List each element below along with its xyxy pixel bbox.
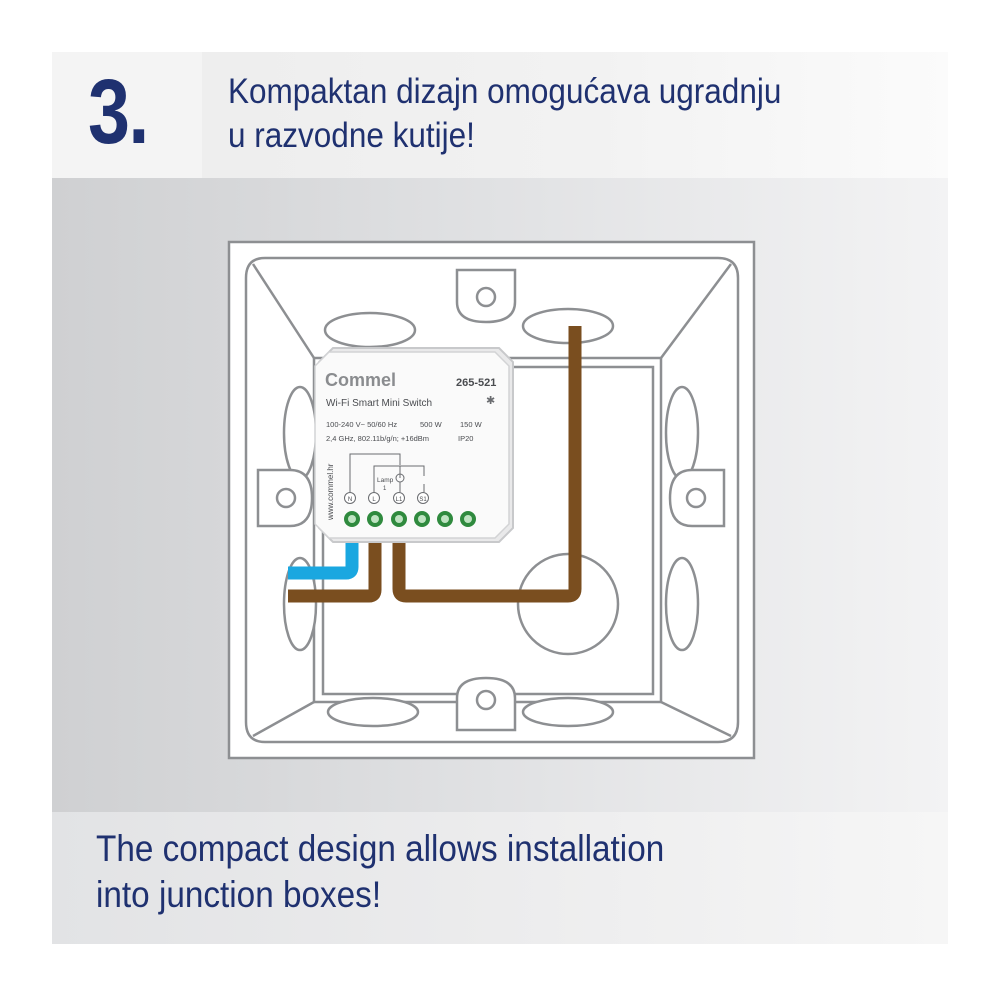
terminal-label-l: L (372, 497, 376, 503)
load-wire-brown (392, 326, 582, 603)
footer-band (52, 812, 948, 944)
brand-logo: Commel (325, 370, 396, 390)
knockout-bottom-left (326, 696, 420, 728)
headline-english-line-2: into junction boxes! (96, 874, 382, 915)
knockout-top-left (323, 311, 417, 349)
terminal-label-l1: L1 (396, 497, 403, 503)
spec-load-2: 150 W (460, 420, 483, 429)
headline-english: The compact design allows installation i… (96, 826, 744, 918)
diagram-label: Lamp (377, 477, 394, 484)
bluetooth-icon: ✱ (486, 395, 495, 407)
terminal-block (344, 511, 476, 527)
knockout-right-upper (664, 385, 700, 481)
lamp-symbol (395, 473, 405, 483)
headline-croatian-line-2: u razvodne kutije! (228, 116, 475, 155)
spec-wifi: 2,4 GHz, 802.11b/g/n; +16dBm (326, 434, 429, 443)
headline-croatian-line-1: Kompaktan dizajn omogućava ugradnju (228, 72, 782, 111)
live-wire-brown (288, 540, 382, 603)
knockout-bottom-right (521, 696, 615, 728)
knockout-right-lower (664, 556, 700, 652)
neutral-wire-blue (288, 540, 359, 580)
step-number-box (52, 52, 202, 178)
headline-english-line-1: The compact design allows installation (96, 828, 665, 869)
knockout-left-lower (282, 556, 318, 652)
product-name: Wi-Fi Smart Mini Switch (326, 398, 432, 409)
cable-entry-hole (516, 552, 620, 656)
spec-ip: IP20 (458, 434, 473, 443)
smart-switch-module: Commel 265-521 Wi-Fi Smart Mini Switch ✱… (314, 347, 514, 543)
spec-power: 100-240 V~ 50/60 Hz (326, 420, 397, 429)
module-body (314, 351, 510, 539)
knockout-top-right (521, 307, 615, 345)
wiring-diagram (349, 453, 425, 492)
step-number: 3. (88, 61, 149, 163)
terminal-label-n: N (348, 497, 352, 503)
spec-load-1: 500 W (420, 420, 443, 429)
knockout-left-upper (282, 385, 318, 481)
terminal-label-s1: S1 (419, 497, 427, 503)
headline-croatian: Kompaktan dizajn omogućava ugradnju u ra… (228, 70, 822, 158)
model-number: 265-521 (456, 377, 496, 389)
diagram-sublabel: 1 (383, 486, 387, 492)
website: www.commel.hr (326, 463, 335, 521)
